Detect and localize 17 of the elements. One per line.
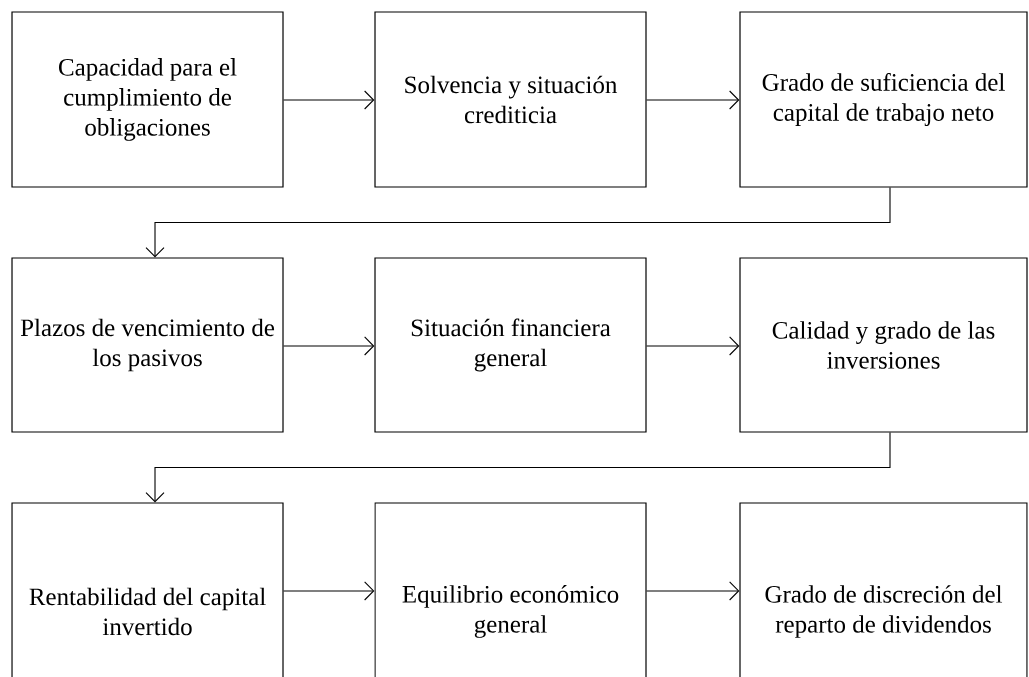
arrow	[145, 187, 891, 258]
process-box: Equilibrio económico general	[374, 502, 647, 677]
arrow	[283, 581, 375, 601]
arrow	[646, 336, 740, 356]
process-box: Grado de suficiencia del capital de trabajo neto	[739, 11, 1028, 188]
arrow	[283, 336, 375, 356]
process-box: Grado de discreción del reparto de dividendos	[739, 502, 1028, 677]
arrow	[646, 581, 740, 601]
arrow	[283, 90, 375, 110]
arrow	[145, 432, 891, 503]
process-box: Plazos de vencimiento de los pasivos	[11, 257, 284, 433]
arrow	[646, 90, 740, 110]
process-box: Solvencia y situación crediticia	[374, 11, 647, 188]
process-box: Rentabilidad del capital invertido	[11, 502, 284, 677]
process-box: Calidad y grado de las inversiones	[739, 257, 1028, 433]
process-box: Situación financiera general	[374, 257, 647, 433]
process-box: Capacidad para el cumplimiento de obligaciones	[11, 11, 284, 188]
